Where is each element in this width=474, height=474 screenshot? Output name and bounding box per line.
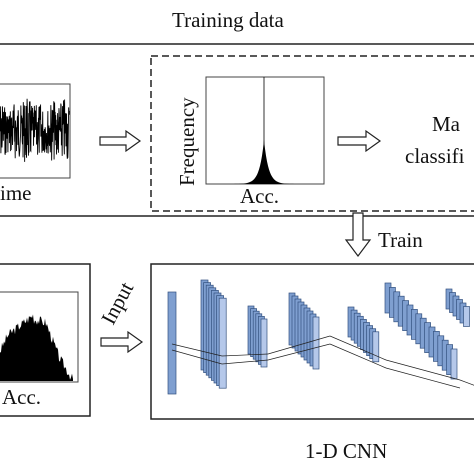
cnn-feature-map (312, 316, 320, 370)
cnn-feature-map (167, 291, 177, 395)
connection-line (385, 359, 461, 381)
connection-line (171, 349, 223, 365)
histogram-xlabel: Acc. (240, 184, 280, 208)
connection-line (221, 353, 269, 357)
input-axis-label: Acc. (2, 385, 42, 409)
training-data-title: Training data (172, 8, 284, 32)
cnn-feature-map (260, 318, 268, 368)
train-label: Train (378, 228, 423, 252)
cnn-connection-lines (171, 335, 474, 389)
waveform-line (0, 98, 70, 162)
frequency-axis-label: Frequency (175, 97, 199, 186)
time-axis-label: ime (0, 181, 32, 205)
arrow-to-manual (337, 129, 382, 153)
cnn-feature-map (463, 306, 470, 327)
manual-line2: classifi (405, 144, 465, 168)
arrow-to-histogram (99, 129, 142, 153)
connection-line (459, 379, 474, 386)
cnn-frame (150, 263, 474, 420)
cnn-label: 1-D CNN (305, 439, 388, 463)
histogram-peak (224, 140, 304, 184)
input-histogram (0, 314, 73, 381)
connection-line (171, 343, 223, 357)
cnn-layers (167, 279, 470, 395)
vibration-waveform (0, 98, 70, 162)
cnn-feature-map (450, 348, 458, 380)
input-frame (0, 263, 91, 417)
input-arrow (100, 330, 144, 354)
connection-line (385, 367, 461, 389)
training-data-frame (0, 43, 474, 217)
connection-line (267, 335, 331, 355)
cnn-feature-map (218, 297, 227, 389)
connection-line (267, 343, 331, 361)
connection-line (221, 359, 269, 365)
manual-line1: Ma (432, 112, 460, 136)
cnn-feature-map (372, 331, 380, 363)
train-arrow (344, 212, 372, 257)
connection-line (329, 335, 387, 361)
connection-line (329, 343, 387, 369)
